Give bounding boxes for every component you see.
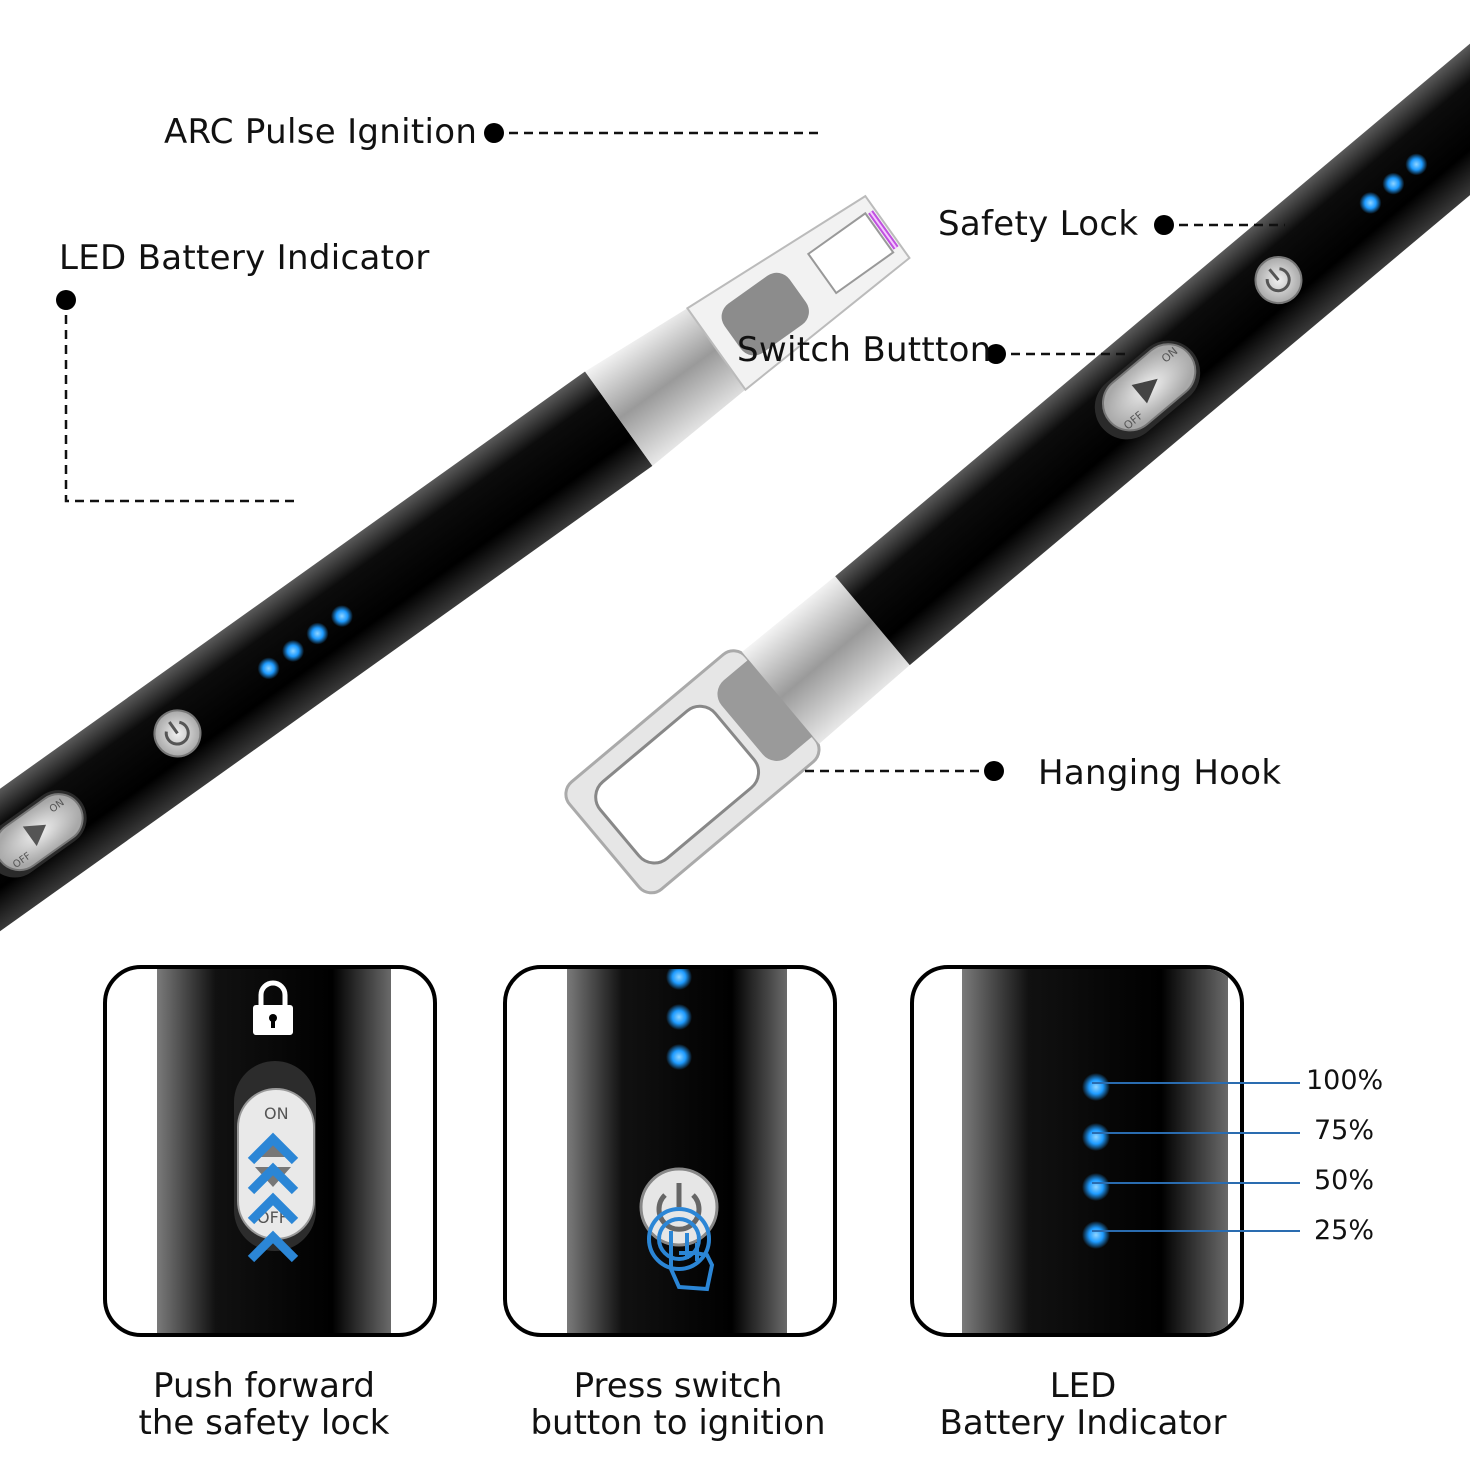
callout-arc-pulse-ignition: ARC Pulse Ignition [164,112,478,152]
callout-led-battery-indicator: LED Battery Indicator [59,238,430,278]
panel2-led-indicator [666,969,692,1070]
panel-led-battery [910,965,1244,1337]
right-switch-button[interactable]: ON OFF [1082,328,1214,453]
panel-press-switch [503,965,837,1337]
callout-safety-lock: Safety Lock [938,204,1139,244]
push-forward-arrows-icon [247,1132,299,1263]
left-safety-lock[interactable] [145,701,209,765]
caption-2-line2: button to ignition [530,1403,826,1443]
left-lighter-collar [585,308,746,466]
left-lighter: ON OFF [0,194,911,954]
caption-3-line2: Battery Indicator [939,1403,1227,1443]
left-switch-button[interactable]: ON OFF [0,779,98,888]
battery-level-50: 50% [1314,1165,1375,1196]
lock-icon [253,980,293,1035]
caption-2-line1: Press switch [573,1366,783,1406]
battery-level-75: 75% [1314,1115,1375,1146]
callout-hanging-hook: Hanging Hook [1038,753,1282,793]
callout-switch-button: Switch Buttton [737,330,992,370]
right-lighter: ON OFF [564,10,1470,895]
panel-safety-lock: ON OFF [103,965,437,1337]
caption-1-line1: Push forward [153,1366,375,1406]
finger-press-icon [647,1207,715,1292]
callout-dots [56,123,1174,781]
panel1-on-text: ON [264,1104,289,1123]
caption-press-switch: Press switch button to ignition [468,1368,888,1442]
panel3-led-indicator [1082,1073,1110,1249]
caption-1-line2: the safety lock [138,1403,390,1443]
caption-push-forward: Push forward the safety lock [54,1368,474,1442]
right-led-indicator [1359,153,1428,214]
right-lighter-collar [741,576,910,744]
caption-led-battery: LED Battery Indicator [873,1368,1293,1442]
battery-level-25: 25% [1314,1215,1375,1246]
right-safety-lock[interactable] [1246,248,1311,313]
left-lighter-body [0,371,653,954]
caption-3-line1: LED [1049,1366,1117,1406]
left-led-indicator [257,605,353,680]
battery-level-100: 100% [1306,1065,1384,1096]
callout-lines [64,131,1285,773]
